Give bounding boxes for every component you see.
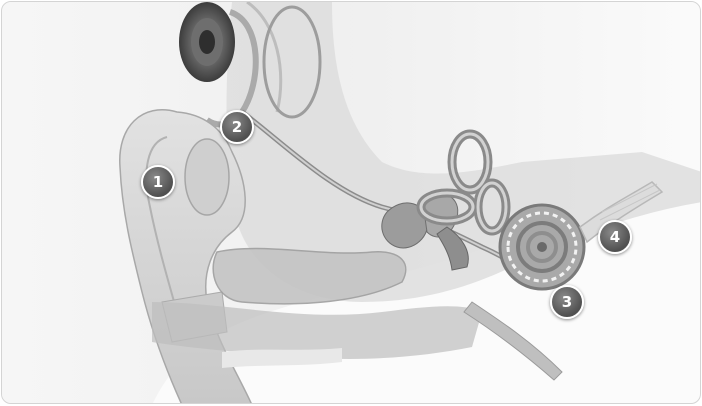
marker-1[interactable]: 1 <box>141 165 175 199</box>
eustachian-tube <box>464 302 562 380</box>
cochlea <box>500 205 584 289</box>
marker-3[interactable]: 3 <box>550 285 584 319</box>
marker-4[interactable]: 4 <box>598 220 632 254</box>
marker-2[interactable]: 2 <box>220 110 254 144</box>
